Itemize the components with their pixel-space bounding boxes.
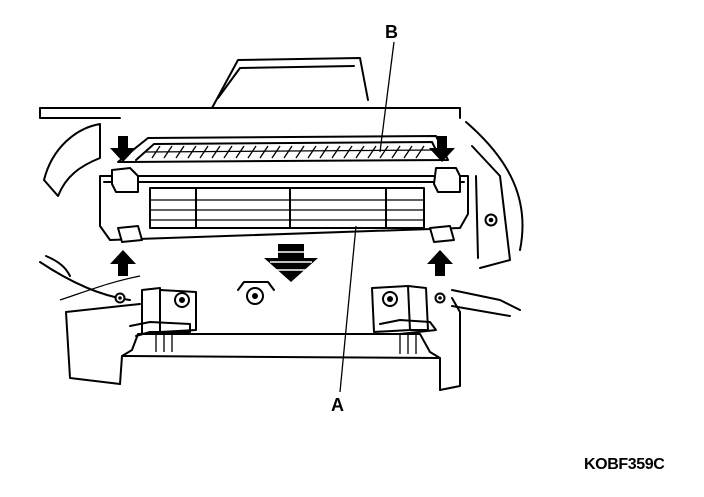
- dashboard-background: [39, 57, 524, 317]
- down-arrow-icon: [110, 136, 136, 162]
- cabin-air-filter-b: [117, 135, 449, 163]
- callout-label-a: A: [331, 395, 344, 415]
- filter-cover-a: [99, 167, 469, 243]
- down-arrow-icon: [429, 136, 455, 162]
- up-arrow-icon: [427, 250, 453, 276]
- lower-housing: [59, 275, 461, 391]
- up-arrow-icon: [110, 250, 136, 276]
- leader-line-b: [379, 41, 395, 153]
- figure-code: KOBF359C: [584, 456, 665, 473]
- big-down-arrow-icon: [264, 244, 318, 282]
- leader-line-a: [339, 225, 357, 393]
- callout-label-b: B: [385, 22, 398, 42]
